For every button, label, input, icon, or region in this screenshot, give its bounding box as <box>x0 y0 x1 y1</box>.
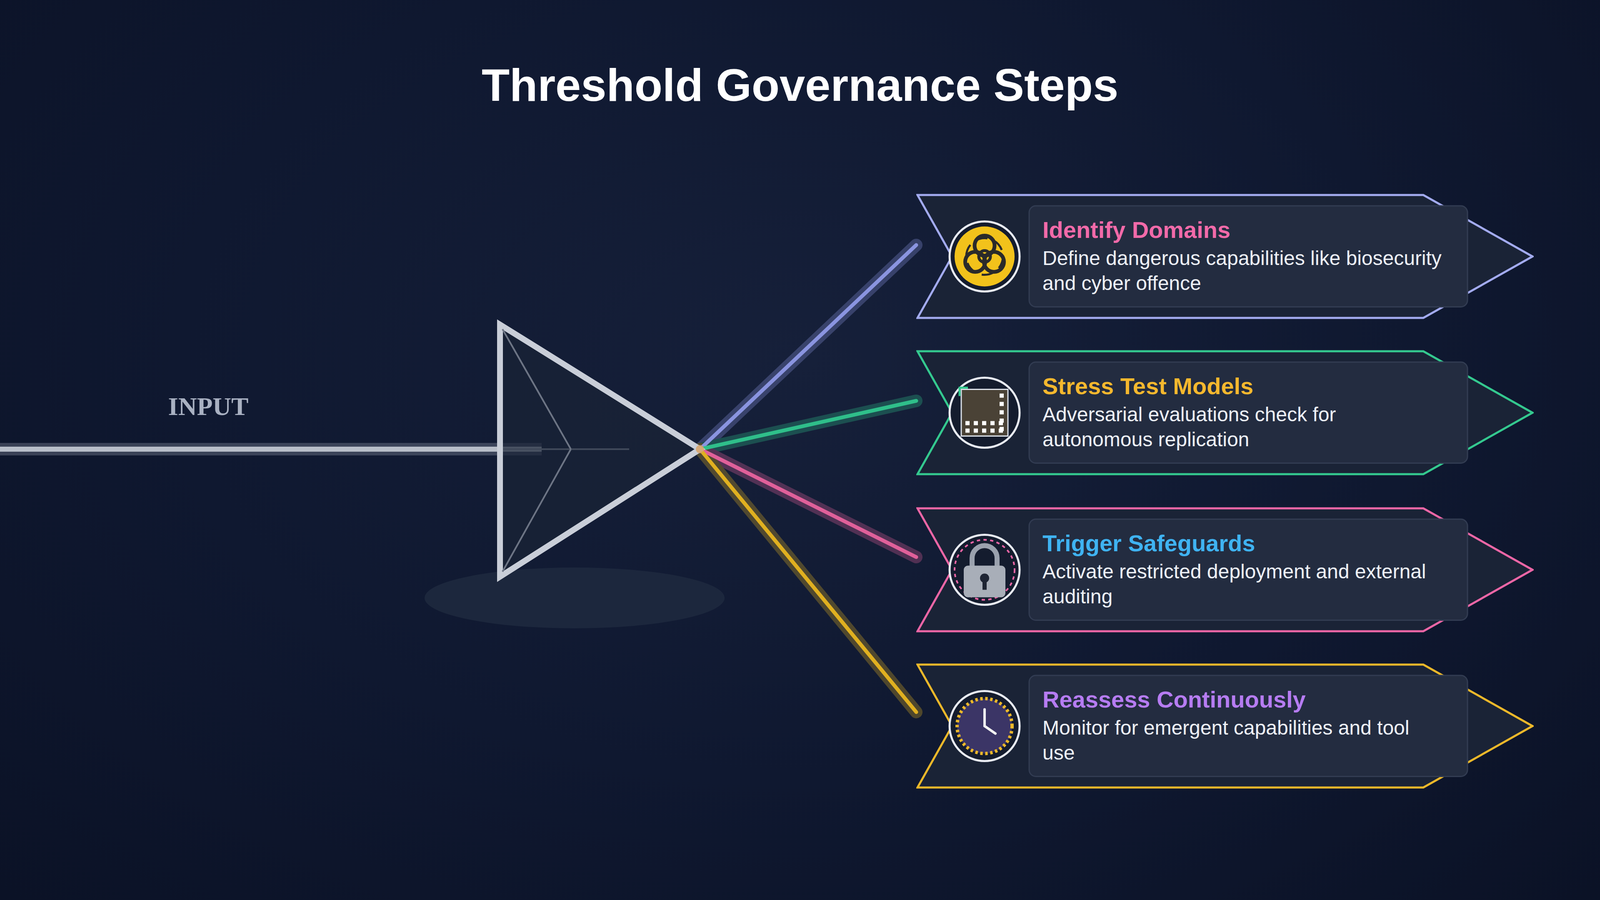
diagram-title: Threshold Governance Steps <box>0 58 1600 112</box>
clock-hand <box>984 726 996 734</box>
lock-body <box>963 565 1006 598</box>
chevron-outline <box>917 664 1533 788</box>
text-panel-bg <box>1029 519 1468 620</box>
dispersion-point <box>695 445 705 454</box>
chip-pin <box>999 393 1004 398</box>
biohazard-disc <box>954 226 1015 287</box>
chip-pin <box>965 428 970 433</box>
step-heading: Identify Domains <box>1042 216 1445 244</box>
icon-ring <box>949 535 1020 605</box>
step-description: Adversarial evaluations check for autono… <box>1042 402 1445 453</box>
chip-pin <box>973 428 978 433</box>
chevron-step: Identify DomainsDefine dangerous capabil… <box>916 193 1534 320</box>
chevron-outline <box>917 508 1533 632</box>
rays <box>700 245 917 713</box>
prism-shadow <box>424 567 725 629</box>
icon-ring <box>949 691 1020 762</box>
text-panel: Identify DomainsDefine dangerous capabil… <box>1032 209 1455 304</box>
keyhole-slot <box>982 580 987 590</box>
chip-body <box>961 389 1008 437</box>
clock-hand <box>983 709 986 727</box>
biohazard-core <box>978 250 991 263</box>
biohazard-ring <box>966 238 1003 275</box>
chevron-outline <box>917 351 1533 475</box>
chevron-step: Stress Test ModelsAdversarial evaluation… <box>916 350 1534 476</box>
lock-ring <box>954 540 1015 600</box>
beam-label: INPUT <box>158 391 259 422</box>
text-panel-bg <box>1029 205 1468 307</box>
text-panel-bg <box>1029 675 1468 777</box>
chip-pin <box>999 427 1004 432</box>
icon-ring <box>949 377 1020 448</box>
text-panel-bg <box>1029 362 1468 463</box>
chip-pin <box>990 428 995 433</box>
chevron-step: Reassess ContinuouslyMonitor for emergen… <box>916 663 1534 789</box>
lock-shackle <box>972 545 998 568</box>
chip-corner <box>959 387 968 397</box>
clock-face <box>957 698 1013 754</box>
text-panel: Trigger SafeguardsActivate restricted de… <box>1032 522 1455 617</box>
chevron-outline <box>917 195 1533 318</box>
input-beam <box>0 446 542 452</box>
chevron-step: Trigger SafeguardsActivate restricted de… <box>916 507 1534 633</box>
text-panel: Reassess ContinuouslyMonitor for emergen… <box>1032 678 1455 773</box>
chip-pin <box>965 421 970 426</box>
step-heading: Trigger Safeguards <box>1042 530 1445 557</box>
beam-glow <box>0 442 542 456</box>
chip-pin <box>998 421 1003 426</box>
chip-pin <box>999 402 1004 407</box>
chip-pin <box>999 410 1004 415</box>
ray-glows <box>700 245 917 713</box>
prism-facets <box>502 329 571 572</box>
prism <box>500 324 700 577</box>
chip-pin <box>982 428 987 433</box>
step-description: Activate restricted deployment and exter… <box>1042 559 1445 610</box>
icon-ring <box>949 221 1020 292</box>
text-panel: Stress Test ModelsAdversarial evaluation… <box>1032 365 1455 460</box>
step-heading: Stress Test Models <box>1042 372 1445 400</box>
chip-pin <box>990 421 995 426</box>
chip-pin <box>982 421 987 426</box>
step-heading: Reassess Continuously <box>1042 686 1445 713</box>
step-description: Monitor for emergent capabilities and to… <box>1042 715 1445 766</box>
step-description: Define dangerous capabilities like biose… <box>1042 245 1445 296</box>
chip-pin <box>973 421 978 426</box>
